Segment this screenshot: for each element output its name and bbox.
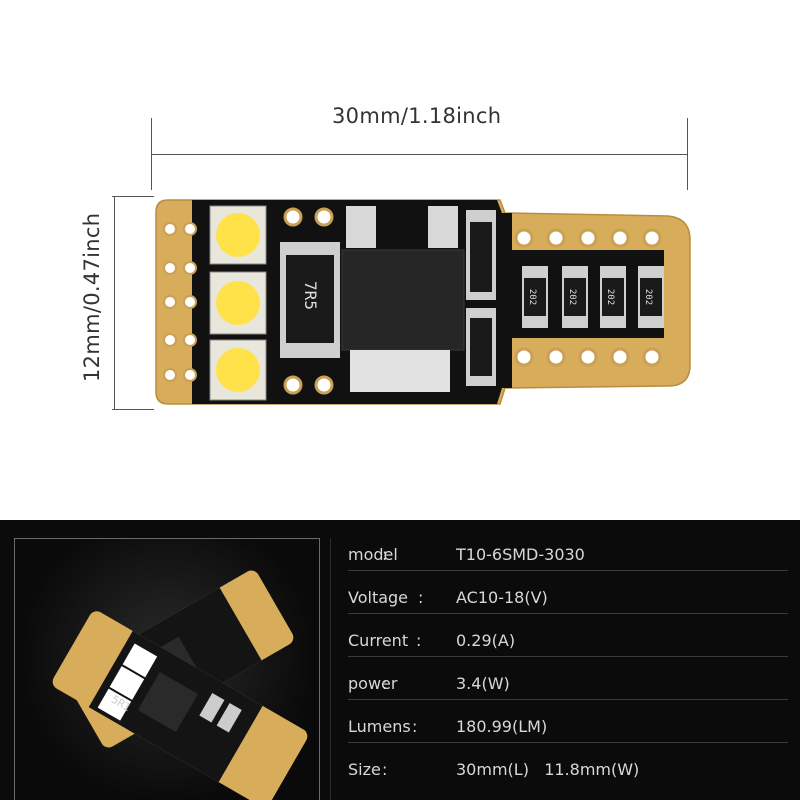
spec-row: Current: 0.29(A) — [348, 623, 788, 657]
spec-value: 3.4(W) — [456, 674, 510, 693]
spec-separator: : — [382, 545, 388, 564]
spec-value: 30mm(L) 11.8mm(W) — [456, 760, 640, 779]
product-thumbnail: 5R1 — [14, 538, 320, 800]
resistor-marking-2: 202 — [567, 288, 578, 306]
length-dimension-label: 30mm/1.18inch — [332, 104, 502, 128]
smd-led-chips — [209, 205, 267, 401]
resistor-marking-4: 202 — [643, 288, 654, 306]
product-image-area: 30mm/1.18inch 12mm/0.47inch — [80, 104, 691, 410]
spec-value: AC10-18(V) — [456, 588, 548, 607]
spec-key: power — [348, 674, 398, 693]
spec-separator: : — [418, 588, 424, 607]
ic-chip — [341, 249, 465, 351]
crossed-boards-illustration — [52, 570, 308, 800]
spec-key: Lumens — [348, 717, 411, 736]
led-pcb-board — [155, 199, 691, 405]
spec-key: Current — [348, 631, 409, 650]
spec-value: 180.99(LM) — [456, 717, 548, 736]
spec-separator: : — [412, 717, 418, 736]
spec-value: T10-6SMD-3030 — [456, 545, 585, 564]
width-dimension-line — [114, 196, 115, 410]
resistor-marking-3: 202 — [605, 288, 616, 306]
length-tick-right — [687, 118, 688, 190]
spec-row: model: T10-6SMD-3030 — [348, 537, 788, 571]
resistor-7r5-body — [286, 255, 334, 343]
spec-row: Size: 30mm(L) 11.8mm(W) — [348, 752, 788, 786]
right-via-holes — [514, 228, 662, 367]
spec-row: Lumens: 180.99(LM) — [348, 709, 788, 743]
ic-tab — [350, 350, 450, 392]
width-tick-bottom — [112, 409, 154, 410]
spec-row: Voltage: AC10-18(V) — [348, 580, 788, 614]
spec-key: Voltage — [348, 588, 409, 607]
spec-separator: : — [416, 631, 422, 650]
width-tick-top — [112, 196, 154, 197]
middle-via-holes — [283, 207, 334, 395]
length-dimension-line — [152, 154, 688, 155]
spec-row: power: 3.4(W) — [348, 666, 788, 700]
spec-key: model — [348, 545, 398, 564]
left-via-holes — [163, 222, 197, 382]
resistor-marking-main: 7R5 — [300, 281, 320, 310]
spec-value: 0.29(A) — [456, 631, 516, 650]
length-tick-left — [151, 118, 152, 190]
spec-separator: : — [382, 674, 388, 693]
spec-key: Size — [348, 760, 381, 779]
spec-separator: : — [382, 760, 388, 779]
small-resistors — [522, 266, 664, 328]
resistor-marking-1: 202 — [527, 288, 538, 306]
spec-divider — [330, 538, 331, 800]
